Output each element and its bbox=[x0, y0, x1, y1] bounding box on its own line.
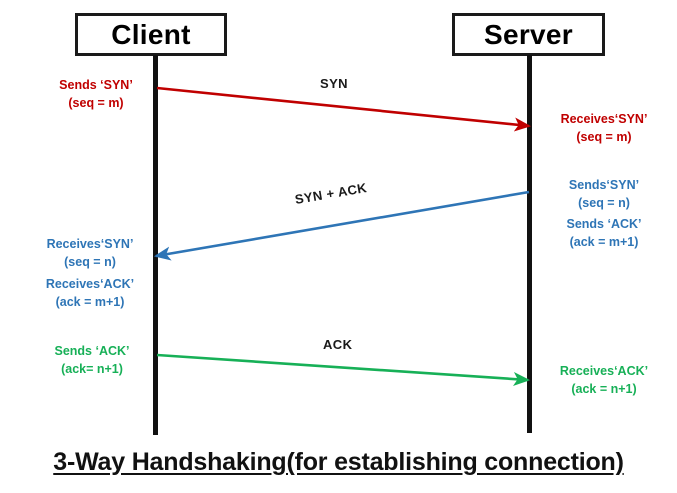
client-label: Client bbox=[111, 18, 191, 50]
annotation-line-1: Sends ‘ACK’ bbox=[54, 344, 130, 358]
diagram-title: 3-Way Handshaking(for establishing conne… bbox=[53, 448, 624, 476]
syn-arrow bbox=[156, 86, 532, 132]
annotation-line-1: Receives‘SYN’ bbox=[560, 112, 648, 126]
annotation-client-sends-syn: Sends ‘SYN’ (seq = m) bbox=[36, 76, 156, 112]
annotation-line-1: Receives‘ACK’ bbox=[559, 364, 649, 378]
client-node-box: Client bbox=[75, 13, 227, 56]
annotation-client-receives-ack: Receives‘ACK’ (ack = m+1) bbox=[26, 275, 154, 311]
annotation-line-1: Sends ‘ACK’ bbox=[566, 217, 642, 231]
annotation-line-2: (ack = n+1) bbox=[571, 382, 637, 397]
syn-ack-arrow bbox=[153, 190, 530, 261]
annotation-line-1: Sends ‘SYN’ bbox=[59, 78, 133, 92]
annotation-line-1: Sends‘SYN’ bbox=[568, 178, 640, 192]
syn-arrow-label: SYN bbox=[320, 76, 348, 91]
annotation-line-1: Receives‘SYN’ bbox=[46, 237, 134, 251]
annotation-client-sends-ack: Sends ‘ACK’ (ack= n+1) bbox=[30, 342, 154, 378]
annotation-line-2: (seq = n) bbox=[64, 255, 116, 270]
syn-ack-arrow-label: SYN + ACK bbox=[293, 180, 369, 207]
annotation-client-receives-syn: Receives‘SYN’ (seq = n) bbox=[26, 235, 154, 271]
annotation-server-sends-syn: Sends‘SYN’ (seq = n) bbox=[540, 176, 668, 212]
annotation-line-2: (seq = m) bbox=[68, 96, 124, 111]
server-lifeline bbox=[527, 55, 532, 433]
annotation-server-receives-syn: Receives‘SYN’ (seq = m) bbox=[540, 110, 668, 146]
ack-arrow-label: ACK bbox=[323, 337, 353, 352]
annotation-line-2: (seq = n) bbox=[578, 196, 630, 211]
annotation-line-2: (ack = m+1) bbox=[55, 295, 125, 310]
annotation-line-1: Receives‘ACK’ bbox=[45, 277, 135, 291]
client-lifeline bbox=[153, 55, 158, 435]
annotation-server-receives-ack: Receives‘ACK’ (ack = n+1) bbox=[540, 362, 668, 398]
annotation-line-2: (ack = m+1) bbox=[569, 235, 639, 250]
server-label: Server bbox=[484, 18, 573, 50]
server-node-box: Server bbox=[452, 13, 605, 56]
annotation-server-sends-ack: Sends ‘ACK’ (ack = m+1) bbox=[540, 215, 668, 251]
annotation-line-2: (seq = m) bbox=[576, 130, 632, 145]
ack-arrow bbox=[156, 353, 531, 387]
annotation-line-2: (ack= n+1) bbox=[61, 362, 123, 377]
